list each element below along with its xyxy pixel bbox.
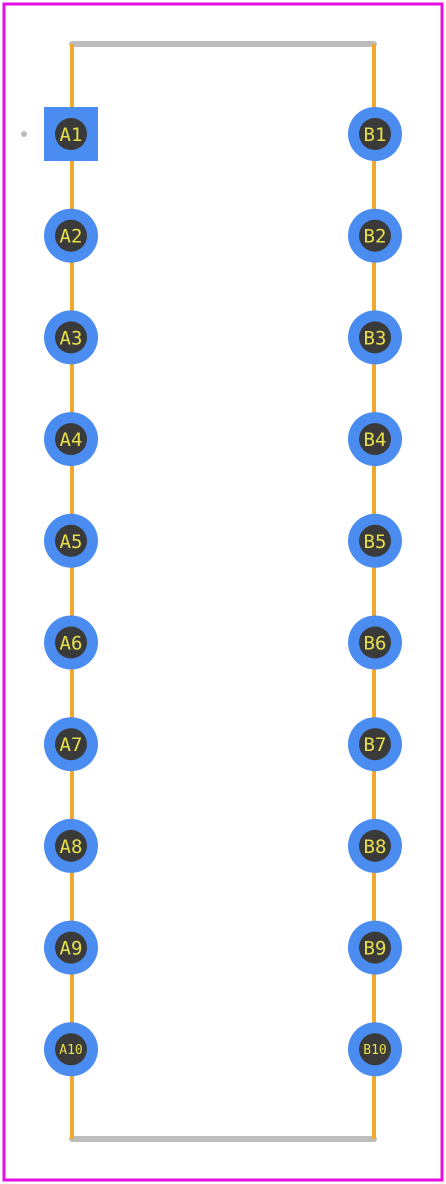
pad-a3: A3 [44, 310, 98, 365]
pad-label-b3: B3 [364, 327, 387, 349]
pad-label-b7: B7 [364, 734, 387, 756]
pad-a8: A8 [44, 818, 98, 873]
pad-label-b2: B2 [364, 226, 387, 248]
pad-label-a1: A1 [60, 124, 83, 146]
drill-hole-b5 [359, 524, 391, 557]
drill-hole-a8 [55, 829, 87, 862]
pin1-marker-dot [21, 131, 27, 137]
pad-b9: B9 [348, 920, 402, 975]
pad-label-b5: B5 [364, 531, 387, 553]
drill-hole-a3 [55, 321, 87, 354]
pad-label-b4: B4 [364, 429, 387, 451]
pad-label-a7: A7 [60, 734, 83, 756]
pad-a4: A4 [44, 412, 98, 467]
pad-label-b9: B9 [364, 938, 387, 960]
pad-label-b8: B8 [364, 836, 387, 858]
pad-label-a4: A4 [60, 429, 83, 451]
drill-hole-a5 [55, 524, 87, 557]
pad-label-a3: A3 [60, 327, 83, 349]
pad-label-b10: B10 [363, 1043, 386, 1058]
drill-hole-a6 [55, 626, 87, 659]
pad-a6: A6 [44, 615, 98, 670]
pad-b10: B10 [348, 1022, 402, 1077]
drill-hole-b7 [359, 728, 391, 761]
pad-label-a8: A8 [60, 836, 83, 858]
pad-label-a5: A5 [60, 531, 83, 553]
drill-hole-b2 [359, 219, 391, 252]
drill-hole-b10 [359, 1033, 391, 1066]
pad-b2: B2 [348, 208, 402, 263]
pad-a1: A1 [44, 107, 98, 161]
drill-hole-a1 [55, 118, 87, 150]
drill-hole-a2 [55, 219, 87, 252]
drill-hole-a10 [55, 1033, 87, 1066]
drill-hole-b8 [359, 829, 391, 862]
pad-label-a9: A9 [60, 938, 83, 960]
drill-hole-a7 [55, 728, 87, 761]
drill-hole-b4 [359, 423, 391, 456]
pad-a9: A9 [44, 920, 98, 975]
pad-b4: B4 [348, 412, 402, 467]
pad-a10: A10 [44, 1022, 98, 1077]
drill-hole-b9 [359, 931, 391, 964]
pad-label-a6: A6 [60, 633, 83, 655]
pad-b3: B3 [348, 310, 402, 365]
pad-label-a2: A2 [60, 226, 83, 248]
pad-b1: B1 [348, 107, 402, 161]
pad-a2: A2 [44, 208, 98, 263]
pad-b8: B8 [348, 818, 402, 873]
pad-label-a10: A10 [59, 1043, 82, 1058]
pad-label-b6: B6 [364, 633, 387, 655]
pad-a7: A7 [44, 717, 98, 772]
drill-hole-b6 [359, 626, 391, 659]
drill-hole-a9 [55, 931, 87, 964]
pad-b7: B7 [348, 717, 402, 772]
drill-hole-b3 [359, 321, 391, 354]
pad-a5: A5 [44, 513, 98, 568]
pad-b5: B5 [348, 513, 402, 568]
pad-label-b1: B1 [364, 124, 387, 146]
drill-hole-a4 [55, 423, 87, 456]
pad-b6: B6 [348, 615, 402, 670]
drill-hole-b1 [359, 118, 391, 150]
